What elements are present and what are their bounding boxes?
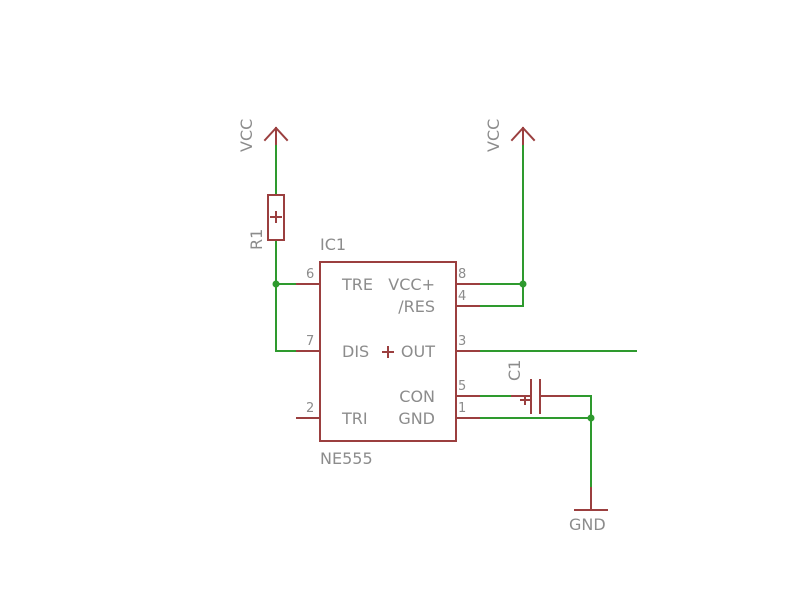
net-vcc-res[interactable] (479, 145, 524, 307)
capacitor-c1[interactable]: C1 (505, 360, 570, 414)
pin-dis-label: DIS (342, 342, 369, 361)
pin-6-number: 6 (306, 267, 314, 282)
c1-label: C1 (505, 360, 524, 381)
net-c1-gnd[interactable] (545, 395, 592, 488)
pin-5-number: 5 (458, 379, 466, 394)
pin-out-label: OUT (401, 342, 435, 361)
pin-2-number: 2 (306, 401, 314, 416)
junction-dot (519, 280, 527, 288)
resistor-body (267, 194, 285, 241)
net-r1-dis[interactable] (275, 240, 297, 352)
ic-value-label: NE555 (320, 449, 373, 468)
ground-label: GND (569, 515, 606, 534)
pin-7-number: 7 (306, 334, 314, 349)
resistor-r1[interactable]: R1 (247, 194, 285, 250)
ic-name-label: IC1 (320, 235, 346, 254)
pin-8-number: 8 (458, 267, 466, 282)
pin-1-number: 1 (458, 401, 466, 416)
pin-4-number: 4 (458, 289, 466, 304)
supply-label-right: VCC (484, 119, 503, 152)
junction-dot (272, 280, 280, 288)
ground-symbol[interactable]: GND (569, 487, 608, 534)
vcc-supply-right[interactable]: VCC (484, 119, 536, 152)
junction-dot (587, 414, 595, 422)
nets (272, 145, 637, 488)
pin-tre-label: TRE (341, 275, 373, 294)
pin-3-number: 3 (458, 334, 466, 349)
supply-label-left: VCC (237, 119, 256, 152)
vcc-supply-left[interactable]: VCC (237, 119, 289, 152)
pin-vcc-label: VCC+ (388, 275, 435, 294)
r1-label: R1 (247, 229, 266, 250)
pin-gnd-label: GND (398, 409, 435, 428)
pin-tri-label: TRI (341, 409, 368, 428)
ic1-ne555[interactable]: IC1 NE555 6 7 2 TRE DIS TRI 8 4 3 5 1 VC… (296, 235, 480, 468)
pin-res-label: /RES (398, 297, 435, 316)
pin-con-label: CON (399, 387, 435, 406)
